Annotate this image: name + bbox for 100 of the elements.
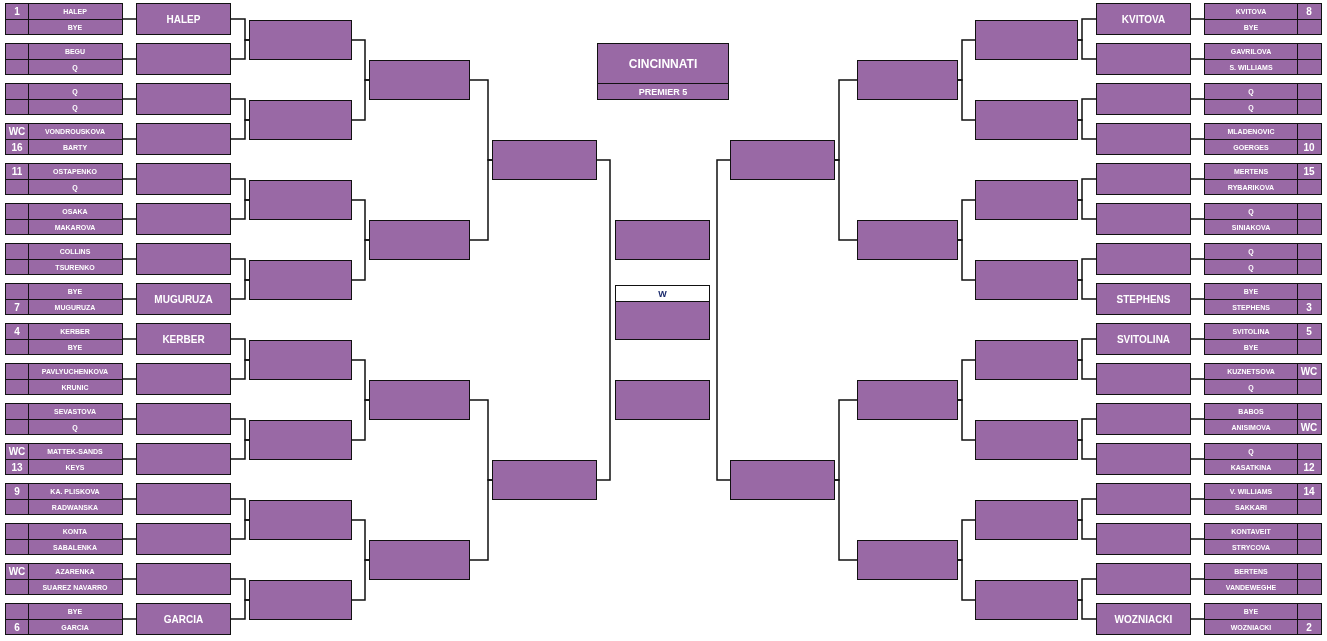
bracket-line bbox=[122, 498, 137, 500]
match-box bbox=[5, 563, 123, 595]
bracket-line bbox=[351, 559, 370, 601]
bracket-line bbox=[122, 218, 137, 220]
match-box bbox=[5, 243, 123, 275]
seed-label: 2 bbox=[1305, 621, 1313, 635]
empty-slot bbox=[369, 540, 470, 580]
bracket-line bbox=[957, 399, 976, 441]
empty-slot bbox=[730, 460, 835, 500]
seed-label: 13 bbox=[10, 461, 24, 475]
empty-slot bbox=[1096, 403, 1191, 435]
bracket-line bbox=[230, 359, 250, 380]
empty-slot bbox=[136, 403, 231, 435]
player-row bbox=[6, 99, 122, 115]
bracket-line bbox=[230, 199, 250, 220]
match-box bbox=[1204, 523, 1322, 555]
bracket-line bbox=[351, 239, 370, 281]
player-row bbox=[6, 459, 122, 475]
empty-slot bbox=[136, 243, 231, 275]
player-slot: KERBER bbox=[136, 323, 231, 355]
empty-slot bbox=[136, 83, 231, 115]
empty-slot bbox=[857, 60, 958, 100]
player-row bbox=[1205, 419, 1321, 435]
seed-label: 4 bbox=[13, 325, 21, 339]
player-slot: KVITOVA bbox=[1096, 3, 1191, 35]
seed-label: 16 bbox=[10, 141, 24, 155]
match-box bbox=[5, 43, 123, 75]
winner-slot bbox=[615, 285, 710, 340]
bracket-line bbox=[351, 79, 370, 121]
match-box bbox=[1204, 3, 1322, 35]
empty-slot bbox=[1096, 43, 1191, 75]
player-row bbox=[6, 499, 122, 515]
player-row bbox=[6, 179, 122, 195]
empty-slot bbox=[369, 220, 470, 260]
tier-band: PREMIER 5 bbox=[598, 83, 728, 99]
bracket-line bbox=[1077, 359, 1097, 380]
bracket-line bbox=[122, 18, 137, 20]
seed-label: 12 bbox=[1302, 461, 1316, 475]
seed-label: 15 bbox=[1302, 165, 1316, 179]
empty-slot bbox=[1096, 203, 1191, 235]
player-row bbox=[1205, 179, 1321, 195]
match-box bbox=[5, 203, 123, 235]
match-box bbox=[1204, 403, 1322, 435]
seed-label: 14 bbox=[1302, 485, 1316, 499]
bracket-line bbox=[1190, 538, 1205, 540]
player-row bbox=[1205, 539, 1321, 555]
bracket-line bbox=[1190, 258, 1205, 260]
player-row bbox=[1205, 459, 1321, 475]
bracket-line bbox=[1077, 519, 1097, 540]
match-box bbox=[1204, 443, 1322, 475]
player-row bbox=[1205, 499, 1321, 515]
bracket-line bbox=[1190, 618, 1205, 620]
bracket-line bbox=[351, 399, 370, 441]
player-row bbox=[1205, 259, 1321, 275]
bracket-line bbox=[1190, 138, 1205, 140]
empty-slot bbox=[249, 100, 352, 140]
seed-label: WC bbox=[7, 125, 27, 139]
empty-slot bbox=[975, 340, 1078, 380]
player-row bbox=[6, 619, 122, 635]
player-row bbox=[1205, 379, 1321, 395]
empty-slot bbox=[136, 443, 231, 475]
seed-label: 3 bbox=[1305, 301, 1313, 315]
match-box bbox=[5, 443, 123, 475]
empty-slot bbox=[369, 380, 470, 420]
bracket-line bbox=[469, 479, 493, 561]
empty-slot bbox=[730, 140, 835, 180]
match-box bbox=[5, 123, 123, 155]
seed-label: 9 bbox=[13, 485, 21, 499]
empty-slot bbox=[1096, 523, 1191, 555]
bracket-line bbox=[122, 98, 137, 100]
empty-slot bbox=[492, 460, 597, 500]
bracket-line bbox=[122, 338, 137, 340]
empty-slot bbox=[975, 500, 1078, 540]
seed-label: 11 bbox=[10, 165, 24, 179]
bracket-line bbox=[469, 159, 493, 241]
bracket-line bbox=[596, 159, 611, 481]
player-row bbox=[1205, 579, 1321, 595]
bracket-line bbox=[1077, 119, 1097, 140]
player-row bbox=[6, 419, 122, 435]
seed-label: 10 bbox=[1302, 141, 1316, 155]
empty-slot bbox=[249, 580, 352, 620]
empty-slot bbox=[249, 340, 352, 380]
player-row bbox=[6, 539, 122, 555]
player-row bbox=[1205, 619, 1321, 635]
seed-label: WC bbox=[1299, 365, 1319, 379]
player-row bbox=[1205, 139, 1321, 155]
player-slot: HALEP bbox=[136, 3, 231, 35]
bracket-line bbox=[122, 618, 137, 620]
bracket-line bbox=[122, 418, 137, 420]
empty-slot bbox=[1096, 243, 1191, 275]
empty-slot bbox=[1096, 83, 1191, 115]
empty-slot bbox=[857, 540, 958, 580]
player-row bbox=[6, 19, 122, 35]
bracket-line bbox=[122, 58, 137, 60]
bracket-line bbox=[122, 258, 137, 260]
player-row bbox=[1205, 339, 1321, 355]
bracket-line bbox=[122, 578, 137, 580]
player-row bbox=[1205, 299, 1321, 315]
bracket-line bbox=[1077, 599, 1097, 620]
seed-label: 1 bbox=[13, 5, 21, 19]
